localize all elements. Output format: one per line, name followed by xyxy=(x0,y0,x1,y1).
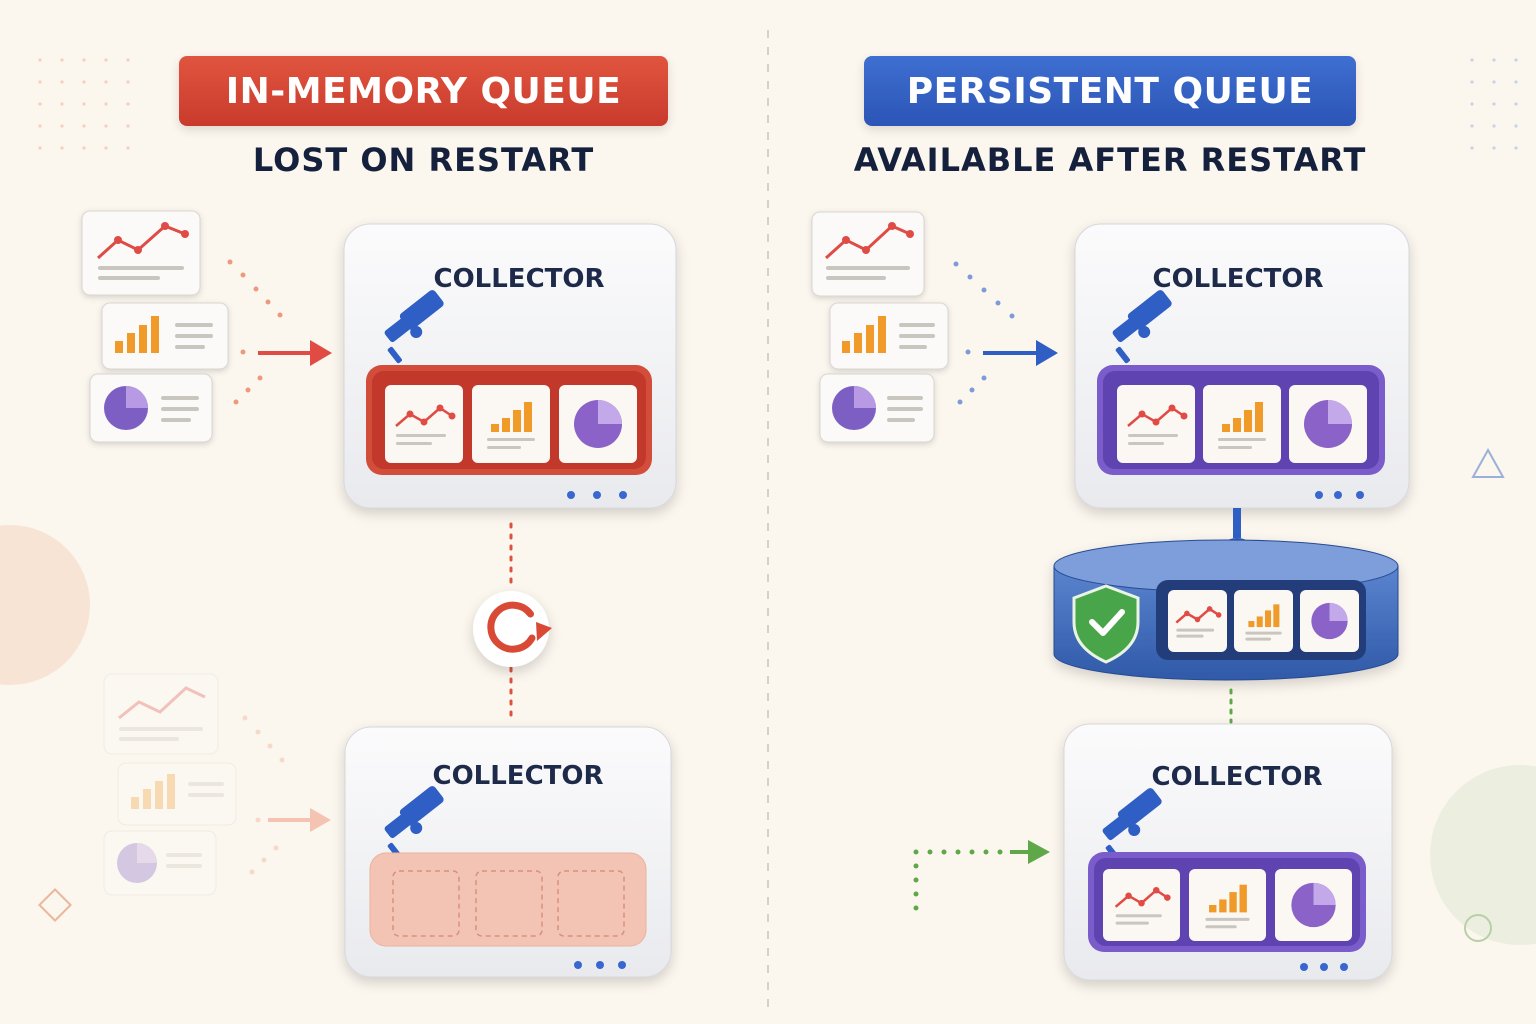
restart-arrow-icon xyxy=(487,601,552,653)
left-restart xyxy=(473,522,552,724)
restore-arrow xyxy=(913,840,1050,911)
left-collector-after: COLLECTOR xyxy=(344,726,672,978)
line-chart-icon xyxy=(395,404,456,445)
decor-circle-peach xyxy=(0,525,90,685)
right-input-arrow xyxy=(983,340,1058,366)
persistent-storage xyxy=(1053,539,1399,681)
bar-chart-card xyxy=(829,302,949,370)
faded-bar-chart-card xyxy=(117,762,237,826)
queue-slots-filled xyxy=(1117,385,1367,463)
decor-dot-grid-right xyxy=(1470,58,1518,150)
empty-slot xyxy=(475,870,543,937)
bar-chart-card xyxy=(101,302,229,370)
pie-chart-tile xyxy=(1289,385,1367,463)
line-chart-tile xyxy=(1168,590,1227,652)
queue-slots-filled xyxy=(385,385,637,463)
faded-line-chart-card xyxy=(103,673,219,755)
persistent-subtitle: AVAILABLE AFTER RESTART xyxy=(853,141,1367,179)
line-chart-tile xyxy=(1103,869,1180,941)
telescope-icon xyxy=(1112,290,1172,364)
shield-check-icon xyxy=(1072,584,1140,664)
collector-label: COLLECTOR xyxy=(1151,762,1322,792)
left-flow-dots-top xyxy=(227,259,283,405)
left-input-arrow xyxy=(258,340,332,366)
collector-label: COLLECTOR xyxy=(432,761,603,791)
line-chart-icon xyxy=(1175,606,1222,638)
left-faded-arrow xyxy=(268,808,331,832)
stored-items xyxy=(1168,590,1359,652)
in-memory-queue-banner: IN-MEMORY QUEUE xyxy=(179,56,668,126)
in-memory-subtitle: LOST ON RESTART xyxy=(252,141,595,179)
line-chart-card xyxy=(81,210,201,296)
telescope-icon xyxy=(384,290,444,364)
decor-dot-grid-left xyxy=(38,58,130,150)
bar-chart-icon xyxy=(1218,402,1266,449)
pie-chart-icon xyxy=(1304,400,1352,448)
bar-chart-tile xyxy=(1203,385,1281,463)
decor-circle-green xyxy=(1430,765,1536,945)
pie-chart-card xyxy=(819,373,935,443)
left-faded-input-cards xyxy=(103,673,285,896)
line-chart-icon xyxy=(1114,886,1171,925)
right-flow-dots-top xyxy=(953,261,1015,405)
empty-slot xyxy=(392,870,460,937)
bar-chart-tile xyxy=(1234,590,1293,652)
bar-chart-icon xyxy=(1245,604,1282,641)
empty-slot xyxy=(557,870,625,937)
pie-chart-icon xyxy=(574,400,622,448)
faded-pie-chart-card xyxy=(103,830,217,896)
bar-chart-icon xyxy=(487,402,535,449)
pie-chart-tile xyxy=(559,385,637,463)
empty-queue xyxy=(369,852,647,947)
left-collector-before: COLLECTOR xyxy=(343,223,677,509)
background-decorations xyxy=(0,30,1536,1010)
collector-label: COLLECTOR xyxy=(433,264,604,294)
line-chart-tile xyxy=(385,385,463,463)
pie-chart-tile xyxy=(1300,590,1359,652)
left-input-cards xyxy=(81,210,229,443)
decor-triangle-icon xyxy=(1471,447,1505,478)
decor-ring-icon xyxy=(1464,914,1492,942)
pie-chart-card xyxy=(89,373,213,443)
queue-slots-restored xyxy=(1103,869,1352,941)
right-panel: COLLECTOR xyxy=(811,211,1410,981)
pie-chart-tile xyxy=(1275,869,1352,941)
line-chart-icon xyxy=(1127,404,1188,445)
right-input-cards xyxy=(811,211,949,443)
pie-chart-icon xyxy=(1311,602,1348,640)
right-collector-before: COLLECTOR xyxy=(1074,223,1410,509)
right-collector-after: COLLECTOR xyxy=(1063,723,1393,981)
collector-label: COLLECTOR xyxy=(1152,264,1323,294)
storage-connector xyxy=(1233,508,1241,538)
decor-diamond-icon xyxy=(38,888,72,922)
line-chart-tile xyxy=(1117,385,1195,463)
persistent-queue-banner: PERSISTENT QUEUE xyxy=(864,56,1356,126)
bar-chart-icon xyxy=(1205,884,1250,929)
line-chart-card xyxy=(811,211,925,297)
bar-chart-tile xyxy=(1189,869,1266,941)
bar-chart-tile xyxy=(472,385,550,463)
pie-chart-icon xyxy=(1291,882,1336,928)
left-panel: COLLECTOR xyxy=(81,210,677,978)
